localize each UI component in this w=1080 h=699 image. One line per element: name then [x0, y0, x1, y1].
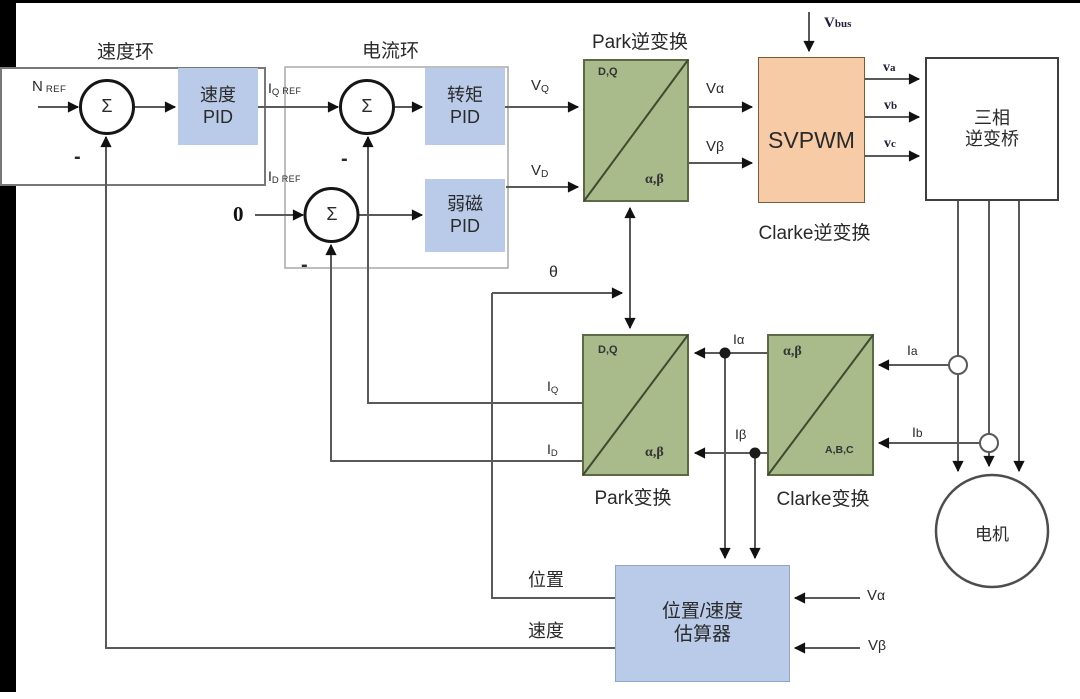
zero-input-label: 0 [233, 202, 244, 226]
ib-label: Ib [912, 424, 923, 440]
current-loop-title: 电流环 [361, 41, 419, 62]
torque-pid-label-line2: PID [449, 106, 480, 127]
valpha-input-label: Vα [867, 587, 886, 604]
motor-label: 电机 [975, 525, 1009, 544]
torque-pid-block: 转矩 PID [425, 68, 505, 145]
vb-label: vb [884, 98, 898, 113]
iq-sum-minus: - [341, 148, 348, 170]
speed-pid-block: 速度 PID [178, 68, 258, 145]
vc-label: vc [884, 136, 896, 151]
clarke-inverse-title: Clarke逆变换 [758, 223, 871, 244]
ialpha-label: Iα [733, 331, 745, 347]
speed-sum-minus: - [74, 146, 81, 168]
position-output-label: 位置 [528, 570, 564, 590]
park-inverse-dq-label: D,Q [598, 66, 618, 78]
flux-pid-label-line1: 弱磁 [447, 194, 483, 215]
svpwm-label: SVPWM [768, 126, 855, 153]
screen-edge-top [0, 0, 1080, 3]
speed-pid-label-line2: PID [202, 106, 233, 127]
vd-label: VD [531, 162, 549, 180]
svpwm-block: SVPWM [758, 57, 865, 203]
park-ab-label: α,β [645, 445, 664, 460]
inverter-block: 三相 逆变桥 [925, 57, 1059, 201]
theta-label: θ [549, 264, 558, 281]
speed-sum-symbol: Σ [101, 96, 113, 116]
estimator-label-line1: 位置/速度 [661, 601, 744, 623]
n-ref-main: N [32, 78, 43, 95]
flux-pid-label-line2: PID [449, 215, 480, 236]
iq-feedback-label: IQ [547, 378, 559, 396]
estimator-label-line2: 估算器 [673, 623, 731, 645]
inverter-label-line2: 逆变桥 [965, 129, 1019, 149]
speed-loop-title: 速度环 [96, 42, 154, 63]
iq-sum-symbol: Σ [361, 96, 373, 116]
vbus-label: Vbus [824, 15, 852, 31]
flux-pid-block: 弱磁 PID [425, 179, 505, 252]
id-feedback-label: ID [547, 441, 558, 459]
vbeta-input-label: Vβ [868, 637, 887, 654]
speed-output-label: 速度 [528, 621, 564, 641]
valpha-label: Vα [706, 80, 725, 97]
vq-label: VQ [531, 77, 549, 95]
park-title: Park变换 [594, 488, 672, 509]
clarke-title: Clarke变换 [776, 489, 870, 510]
clarke-ab-label: α,β [783, 344, 802, 359]
park-inverse-ab-label: α,β [645, 172, 664, 187]
speed-pid-label-line1: 速度 [200, 85, 236, 106]
park-dq-label: D,Q [598, 344, 618, 356]
clarke-abc-label: A,B,C [825, 444, 854, 456]
id-sum-minus: - [301, 254, 308, 276]
torque-pid-label-line1: 转矩 [447, 85, 483, 106]
va-label: va [883, 60, 896, 75]
park-inverse-title: Park逆变换 [591, 32, 689, 53]
ia-label: Ia [907, 342, 918, 358]
estimator-block: 位置/速度 估算器 [615, 565, 790, 682]
vbeta-label: Vβ [706, 138, 725, 155]
id-sum-symbol: Σ [326, 204, 338, 224]
n-ref-sub: REF [45, 84, 67, 95]
inverter-label-line1: 三相 [974, 107, 1010, 128]
ibeta-label: Iβ [735, 426, 747, 442]
